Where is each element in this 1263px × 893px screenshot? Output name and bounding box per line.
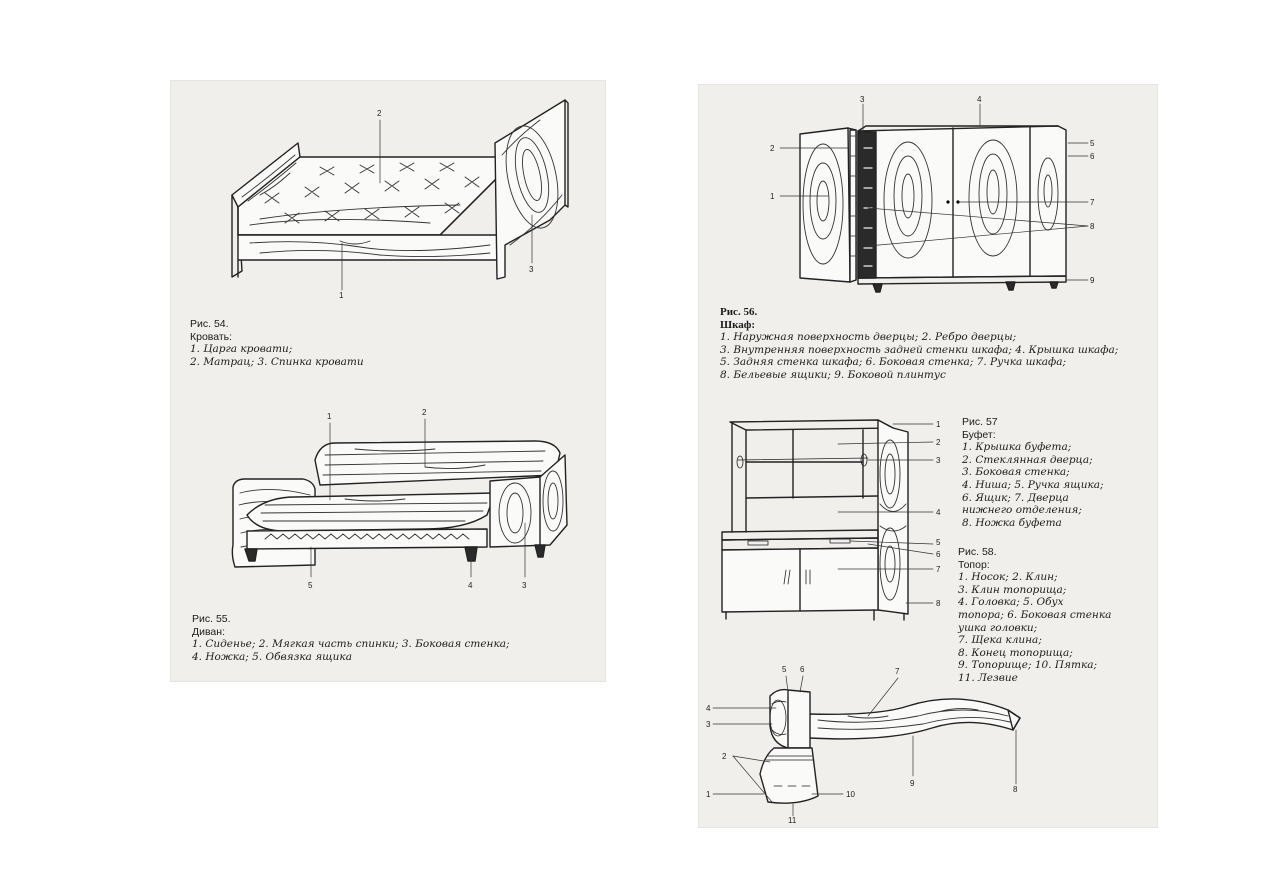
buffet-label-4: 4	[936, 508, 941, 517]
fig58-line-1: 1. Носок; 2. Клин;	[958, 571, 1058, 584]
bed-label-2: 2	[377, 109, 382, 118]
fig56-line-3: 5. Задняя стенка шкафа; 6. Боковая стенк…	[720, 356, 1067, 369]
axe-label-1: 1	[706, 790, 711, 799]
wardrobe-label-1: 1	[770, 192, 775, 201]
sofa-label-1: 1	[327, 412, 332, 421]
left-page: 2 1 3 Рис. 54. Кровать: 1. Царга кровати…	[170, 80, 606, 682]
axe-label-7: 7	[895, 667, 900, 676]
fig56-line-2: 3. Внутренняя поверхность задней стенки …	[720, 343, 1119, 356]
axe-label-8: 8	[1013, 785, 1018, 794]
wardrobe-label-7: 7	[1090, 198, 1095, 207]
axe-label-4: 4	[706, 704, 711, 713]
fig54-name: Кровать:	[190, 330, 233, 343]
bed-label-1: 1	[339, 291, 344, 300]
sofa-illustration: 1 2 3 4 5	[231, 408, 568, 590]
fig57-title: Рис. 57	[962, 416, 998, 428]
bed-illustration: 2 1 3	[231, 99, 569, 300]
fig58-line-9: 11. Лезвие	[958, 671, 1018, 684]
axe-label-10: 10	[846, 790, 855, 799]
axe-label-5: 5	[782, 665, 787, 674]
fig57-line-4: 4. Ниша; 5. Ручка ящика;	[962, 478, 1104, 491]
fig55-line-2: 4. Ножка; 5. Обвязка ящика	[192, 650, 352, 663]
fig56-caption: Рис. 56. Шкаф: 1. Наружная поверхность д…	[720, 306, 1118, 382]
right-page: 3 4 2 1 5 6 7 8 9 Рис. 56. Шкаф: 1. Нару…	[698, 84, 1158, 828]
wardrobe-label-2: 2	[770, 144, 775, 153]
fig58-line-6: 7. Щека клина;	[958, 634, 1042, 647]
sofa-label-5: 5	[308, 581, 313, 590]
fig58-caption: Рис. 58. Топор: 1. Носок; 2. Клин; 3. Кл…	[958, 546, 1111, 685]
fig56-line-1: 1. Наружная поверхность дверцы; 2. Ребро…	[720, 331, 1017, 344]
wardrobe-label-3: 3	[860, 95, 865, 104]
fig58-line-3: 4. Головка; 5. Обух	[958, 596, 1064, 609]
fig55-caption: Рис. 55. Диван: 1. Сиденье; 2. Мягкая ча…	[192, 613, 510, 663]
fig54-line-2: 2. Матрац; 3. Спинка кровати	[190, 355, 364, 368]
fig56-title: Рис. 56.	[720, 306, 758, 318]
fig57-line-2: 2. Стеклянная дверца;	[962, 453, 1093, 466]
fig58-name: Топор:	[958, 558, 990, 571]
wardrobe-label-6: 6	[1090, 152, 1095, 161]
fig58-line-7: 8. Конец топорища;	[958, 646, 1073, 659]
axe-label-2: 2	[722, 752, 727, 761]
axe-illustration: 4 3 2 1 10 5 6 7 9 8 11	[706, 665, 1021, 825]
axe-label-3: 3	[706, 720, 711, 729]
fig57-line-7: 8. Ножка буфета	[962, 516, 1062, 529]
fig58-line-8: 9. Топорище; 10. Пятка;	[958, 659, 1098, 672]
fig58-line-4: топора; 6. Боковая стенка	[958, 608, 1112, 621]
bed-label-3: 3	[529, 265, 534, 274]
fig55-line-1: 1. Сиденье; 2. Мягкая часть спинки; 3. Б…	[192, 638, 510, 651]
fig54-line-1: 1. Царга кровати;	[190, 343, 293, 356]
fig57-line-5: 6. Ящик; 7. Дверца	[962, 491, 1069, 504]
fig57-caption: Рис. 57 Буфет: 1. Крышка буфета; 2. Стек…	[962, 416, 1104, 529]
fig57-line-3: 3. Боковая стенка;	[962, 466, 1070, 479]
buffet-label-3: 3	[936, 456, 941, 465]
buffet-illustration: 1 2 3 4 5 6 7 8	[721, 419, 941, 621]
wardrobe-label-8: 8	[1090, 222, 1095, 231]
fig58-title: Рис. 58.	[958, 546, 997, 558]
axe-label-9: 9	[910, 779, 915, 788]
fig54-caption: Рис. 54. Кровать: 1. Царга кровати; 2. М…	[190, 318, 364, 368]
fig57-line-1: 1. Крышка буфета;	[962, 441, 1072, 454]
fig55-title: Рис. 55.	[192, 613, 231, 625]
fig58-line-2: 3. Клин топорища;	[958, 583, 1067, 596]
wardrobe-label-9: 9	[1090, 276, 1095, 285]
buffet-label-2: 2	[936, 438, 941, 447]
axe-label-6: 6	[800, 665, 805, 674]
wardrobe-label-5: 5	[1090, 139, 1095, 148]
sofa-label-3: 3	[522, 581, 527, 590]
buffet-label-8: 8	[936, 599, 941, 608]
axe-label-11: 11	[788, 816, 797, 825]
fig56-name: Шкаф:	[720, 318, 756, 331]
fig55-name: Диван:	[192, 625, 225, 638]
buffet-label-5: 5	[936, 538, 941, 547]
wardrobe-label-4: 4	[977, 95, 982, 104]
buffet-label-7: 7	[936, 565, 941, 574]
fig56-line-4: 8. Бельевые ящики; 9. Боковой плинтус	[720, 368, 946, 381]
fig57-line-6: нижнего отделения;	[962, 504, 1082, 517]
sofa-label-2: 2	[422, 408, 427, 417]
buffet-label-1: 1	[936, 420, 941, 429]
sofa-label-4: 4	[468, 581, 473, 590]
wardrobe-illustration: 3 4 2 1 5 6 7 8 9	[770, 95, 1095, 293]
fig54-title: Рис. 54.	[190, 318, 229, 330]
buffet-label-6: 6	[936, 550, 941, 559]
fig58-line-5: ушка головки;	[958, 621, 1038, 634]
fig57-name: Буфет:	[962, 428, 996, 441]
